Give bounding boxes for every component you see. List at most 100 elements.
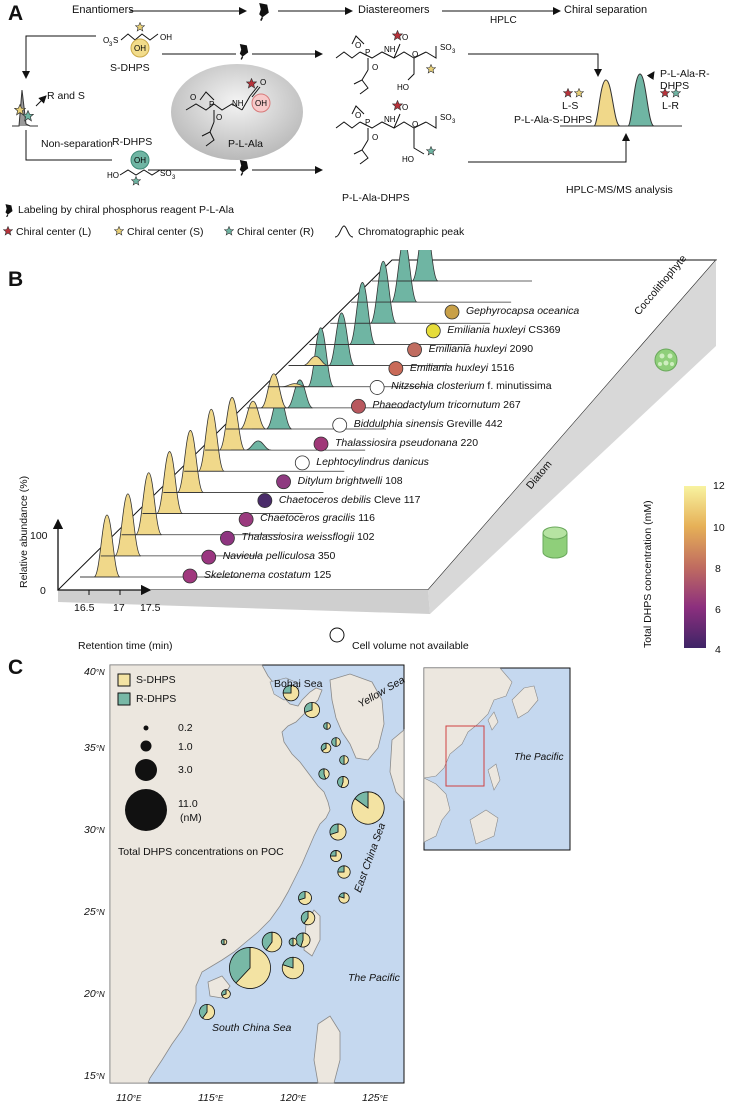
lon-value: 110 [116,1092,133,1104]
size-legend-0-2 [143,725,149,731]
y-tick-100: 100 [30,530,48,542]
pie-r-slice [323,722,328,730]
pie-r-slice [330,850,337,857]
svg-text:O: O [355,41,361,50]
svg-text:O: O [216,113,222,122]
coccolithophore-icon [654,348,678,372]
concentration-dot [369,380,385,395]
lat-unit: °N [95,826,105,835]
svg-text:3: 3 [452,119,456,125]
svg-text:O: O [372,133,378,142]
species-strain: 350 [314,550,336,563]
lat-label: 30°N [84,824,105,836]
station-pie [329,823,347,841]
station-pie [295,932,311,948]
lon-label: 115°E [198,1092,223,1104]
lon-unit: °E [379,1094,389,1103]
pie-r-slice [295,932,304,948]
legend-pen-icon [4,203,14,217]
pie-r-slice [338,892,345,899]
s-peak [121,472,163,536]
cbar-tick-10: 10 [713,522,725,534]
platform-front [58,590,430,614]
peak-label-lr-name: P-L-Ala-R-DHPS [660,68,710,92]
concentration-dot [444,304,460,320]
species-strain: CS369 [525,323,561,336]
legend-labeling: Labeling by chiral phosphorus reagent P-… [18,204,234,216]
y-axis-label: Relative abundance (%) [18,475,30,588]
legend-star-red-icon [3,226,13,236]
station-pie [282,684,300,702]
pie-r-slice [199,1004,208,1019]
pen-icon [258,2,270,21]
station-pie [300,910,316,926]
pie-r-slice [300,910,309,925]
svg-text:NH: NH [232,99,244,108]
svg-text:3: 3 [172,175,176,181]
arrow-to-chrom-1 [468,53,602,77]
size-legend-3-0 [135,759,157,781]
legend-star-teal-icon [224,226,234,236]
legend-r-label: R-DHPS [136,693,177,705]
chromatogram-trace [121,472,282,536]
cell-volume-note: Cell volume not available [352,640,469,652]
pie-r-slice [261,931,273,951]
inset-pacific-label: The Pacific [514,752,564,763]
station-pie [330,850,342,862]
pie-s-slice [292,937,298,947]
panel-c-map [109,664,571,1084]
svg-text:3: 3 [452,49,456,55]
pie-s-slice [338,892,350,904]
species-label: Navicula pelliculosa 350 [223,550,336,562]
chromatogram-trace [184,408,345,472]
x-tick-16-5: 16.5 [74,602,95,614]
no-volume-circle-icon [329,627,345,643]
map-land-china [109,664,331,1084]
species-label: Phaeodactylum tricornutum 267 [372,399,520,411]
diatom-icon [542,526,568,559]
pie-r-slice [282,956,294,969]
r-peak [356,260,397,324]
pie-r-slice [331,737,337,747]
species-label: Thalassiosira pseudonana 220 [335,437,478,449]
chromatogram-trace [142,451,303,514]
map-land-luzon [313,1015,341,1084]
concentration-dot [351,398,366,414]
x-axis-label: Retention time (min) [78,640,173,652]
svg-text:P: P [365,48,370,57]
svg-text:P: P [209,100,214,109]
species-name: Emiliania huxleyi [447,323,526,336]
arrow-s-to-left [22,35,96,79]
svg-text:P: P [365,118,370,127]
concentration-dot [313,436,329,452]
species-strain: 220 [457,437,479,449]
pie-r-slice [220,938,225,946]
chromatogram-trace [100,493,261,557]
r-peak [231,440,272,451]
lon-unit: °E [132,1094,142,1103]
chromatogram-trace [351,250,512,303]
pie-r-slice [329,823,339,836]
svg-text:O: O [402,103,408,112]
diastereomer-upper [335,35,437,95]
size-title: Total DHPS concentrations on POC [118,846,284,858]
x-tick-17: 17 [113,602,125,614]
cbar-tick-4: 4 [715,644,721,656]
size-legend-1-0 [140,740,152,752]
cbar-tick-6: 6 [715,604,721,616]
station-pie [331,737,341,747]
lat-unit: °N [95,990,105,999]
species-strain: 102 [354,531,375,544]
station-pie [351,791,385,825]
species-name: Thalassiosira weissflogii [241,531,355,544]
species-name: Skeletonema costatum [204,569,311,581]
lat-value: 30 [84,824,96,836]
legend-s-label: S-DHPS [136,674,176,686]
concentration-dot [294,455,310,471]
cbar-tick-8: 8 [715,563,721,575]
station-pie [261,931,283,953]
lon-label: 110°E [116,1092,141,1104]
svg-text:HO: HO [107,171,119,180]
concentration-dot [201,549,217,565]
pie-r-slice [304,702,313,713]
